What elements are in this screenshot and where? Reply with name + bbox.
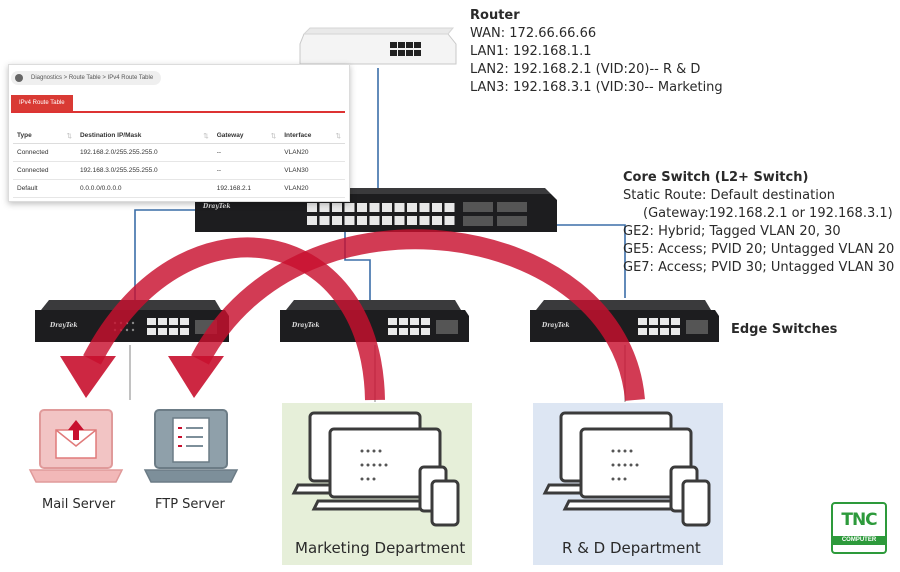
- tab-ipv4-route-table[interactable]: IPv4 Route Table: [11, 95, 73, 111]
- table-cell: --: [212, 143, 281, 162]
- switch-port: [344, 203, 355, 212]
- table-header-row: Type ⇅ Destination IP/Mask ⇅ Gateway ⇅ I…: [13, 129, 345, 144]
- logo-subtext: COMPUTER: [833, 536, 885, 545]
- ftp-server-icon: [143, 409, 239, 483]
- switch-port: [307, 216, 317, 225]
- marketing-to-mail-arrow: [83, 237, 385, 401]
- switch-port: [419, 216, 430, 225]
- switch-port: [419, 203, 430, 212]
- edge-switch-2: [280, 300, 469, 342]
- router-lan3: LAN3: 192.168.3.1 (VID:30-- Marketing: [470, 80, 723, 95]
- ge2-line: GE2: Hybrid; Tagged VLAN 20, 30: [623, 224, 841, 239]
- ftp-arrowhead: [168, 356, 224, 398]
- switch-port: [382, 216, 392, 225]
- router-info: Router WAN: 172.66.66.66 LAN1: 192.168.1…: [470, 7, 723, 97]
- column-header[interactable]: Type ⇅: [13, 129, 76, 144]
- router-wan: WAN: 172.66.66.66: [470, 26, 597, 41]
- switch-port: [407, 216, 417, 225]
- ge7-line: GE7: Access; PVID 30; Untagged VLAN 30: [623, 260, 895, 275]
- switch-port: [382, 203, 392, 212]
- mail-arrowhead: [60, 356, 116, 398]
- table-row: Connected 192.168.2.0/255.255.255.0 -- V…: [13, 143, 345, 162]
- ge5-line: GE5: Access; PVID 20; Untagged VLAN 20: [623, 242, 895, 257]
- core-switch-info: Core Switch (L2+ Switch) Static Route: D…: [623, 169, 894, 277]
- breadcrumb[interactable]: Diagnostics > Route Table > IPv4 Route T…: [11, 71, 162, 85]
- edge-switches-label: Edge Switches: [731, 322, 838, 337]
- marketing-department-label: Marketing Department: [295, 539, 466, 557]
- router-device: [299, 27, 457, 65]
- logo-text: TNC: [841, 510, 877, 530]
- core-switch-brand: DrayTek: [203, 203, 231, 210]
- route-table: Type ⇅ Destination IP/Mask ⇅ Gateway ⇅ I…: [13, 129, 345, 198]
- table-cell: Connected: [13, 143, 76, 162]
- table-cell: Default: [13, 179, 76, 198]
- switch-port: [432, 203, 442, 212]
- router-lan1: LAN1: 192.168.1.1: [470, 44, 592, 59]
- core-switch-title: Core Switch (L2+ Switch): [623, 170, 809, 185]
- rd-to-ftp-arrow: [191, 229, 645, 401]
- switch-port: [332, 216, 342, 225]
- static-route-line: Static Route: Default destination: [623, 188, 836, 203]
- tab-bar: IPv4 Route Table: [11, 95, 345, 113]
- mail-server-icon: [28, 409, 124, 483]
- route-table-panel: Diagnostics > Route Table > IPv4 Route T…: [8, 64, 350, 202]
- tnc-computer-logo: TNC COMPUTER: [831, 502, 887, 554]
- table-cell: VLAN20: [280, 179, 345, 198]
- rd-devices-icon: [542, 411, 711, 527]
- table-cell: 192.168.2.0/255.255.255.0: [75, 143, 213, 162]
- switch-port: [432, 216, 442, 225]
- switch-port: [444, 203, 455, 212]
- ftp-server-label: FTP Server: [155, 497, 225, 512]
- gateway-line: (Gateway:192.168.2.1 or 192.168.3.1): [643, 206, 893, 221]
- table-cell: 192.168.2.1: [212, 179, 281, 198]
- table-cell: --: [212, 161, 281, 180]
- mail-server-label: Mail Server: [42, 497, 116, 512]
- table-cell: 192.168.3.0/255.255.255.0: [75, 161, 213, 180]
- switch-port: [407, 203, 417, 212]
- switch-port: [369, 203, 380, 212]
- switch-port: [444, 216, 455, 225]
- table-cell: Connected: [13, 161, 76, 180]
- core-edge3-link: [530, 224, 626, 298]
- column-header[interactable]: Interface ⇅: [280, 129, 345, 144]
- rd-department-label: R & D Department: [562, 539, 701, 557]
- edge-switch-1-brand: DrayTek: [50, 322, 78, 329]
- router-title: Router: [470, 8, 520, 23]
- table-cell: VLAN20: [280, 143, 345, 162]
- switch-port: [319, 216, 330, 225]
- switch-port: [319, 203, 330, 212]
- edge-switch-3-brand: DrayTek: [542, 322, 570, 329]
- table-row: Default 0.0.0.0/0.0.0.0 192.168.2.1 VLAN…: [13, 179, 345, 198]
- table-cell: VLAN30: [280, 161, 345, 180]
- table-row: Connected 192.168.3.0/255.255.255.0 -- V…: [13, 161, 345, 180]
- switch-port: [332, 203, 342, 212]
- marketing-devices-icon: [291, 411, 460, 527]
- switch-port: [394, 203, 405, 212]
- switch-port: [344, 216, 355, 225]
- switch-port: [307, 203, 317, 212]
- column-header[interactable]: Gateway ⇅: [212, 129, 281, 144]
- breadcrumb-text: Diagnostics > Route Table > IPv4 Route T…: [31, 75, 154, 81]
- table-cell: 0.0.0.0/0.0.0.0: [75, 179, 213, 198]
- edge-switch-2-brand: DrayTek: [292, 322, 320, 329]
- switch-port: [394, 216, 405, 225]
- switch-port: [357, 203, 367, 212]
- switch-port: [369, 216, 380, 225]
- switch-port: [357, 216, 367, 225]
- diagnostics-icon: [15, 74, 23, 82]
- router-lan2: LAN2: 192.168.2.1 (VID:20)-- R & D: [470, 62, 701, 77]
- column-header[interactable]: Destination IP/Mask ⇅: [75, 129, 213, 144]
